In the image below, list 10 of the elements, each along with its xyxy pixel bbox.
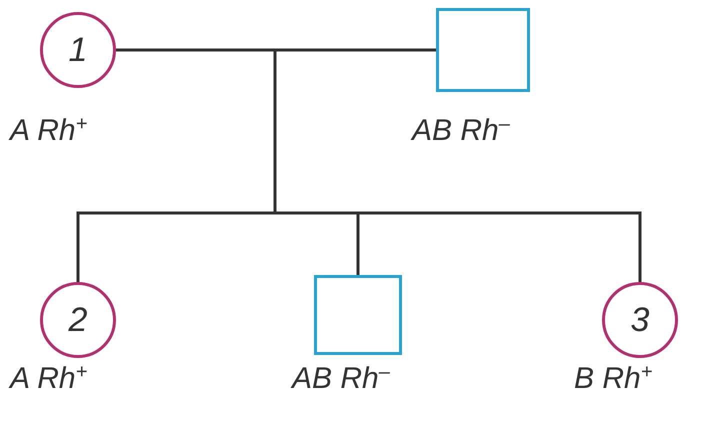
phenotype-label: B Rh$^{+}$ — [574, 360, 652, 397]
individual-number: 1 — [68, 33, 88, 67]
phenotype-label: AB Rh$^{–}$ — [292, 360, 390, 397]
phenotype-label: A Rh$^{+}$ — [10, 112, 88, 149]
individual-number: 2 — [68, 303, 88, 337]
phenotype-label: AB Rh$^{–}$ — [412, 112, 510, 149]
individual-number: 3 — [630, 303, 650, 337]
male-square — [314, 275, 402, 355]
phenotype-label: A Rh$^{+}$ — [10, 360, 88, 397]
male-square — [436, 8, 530, 92]
